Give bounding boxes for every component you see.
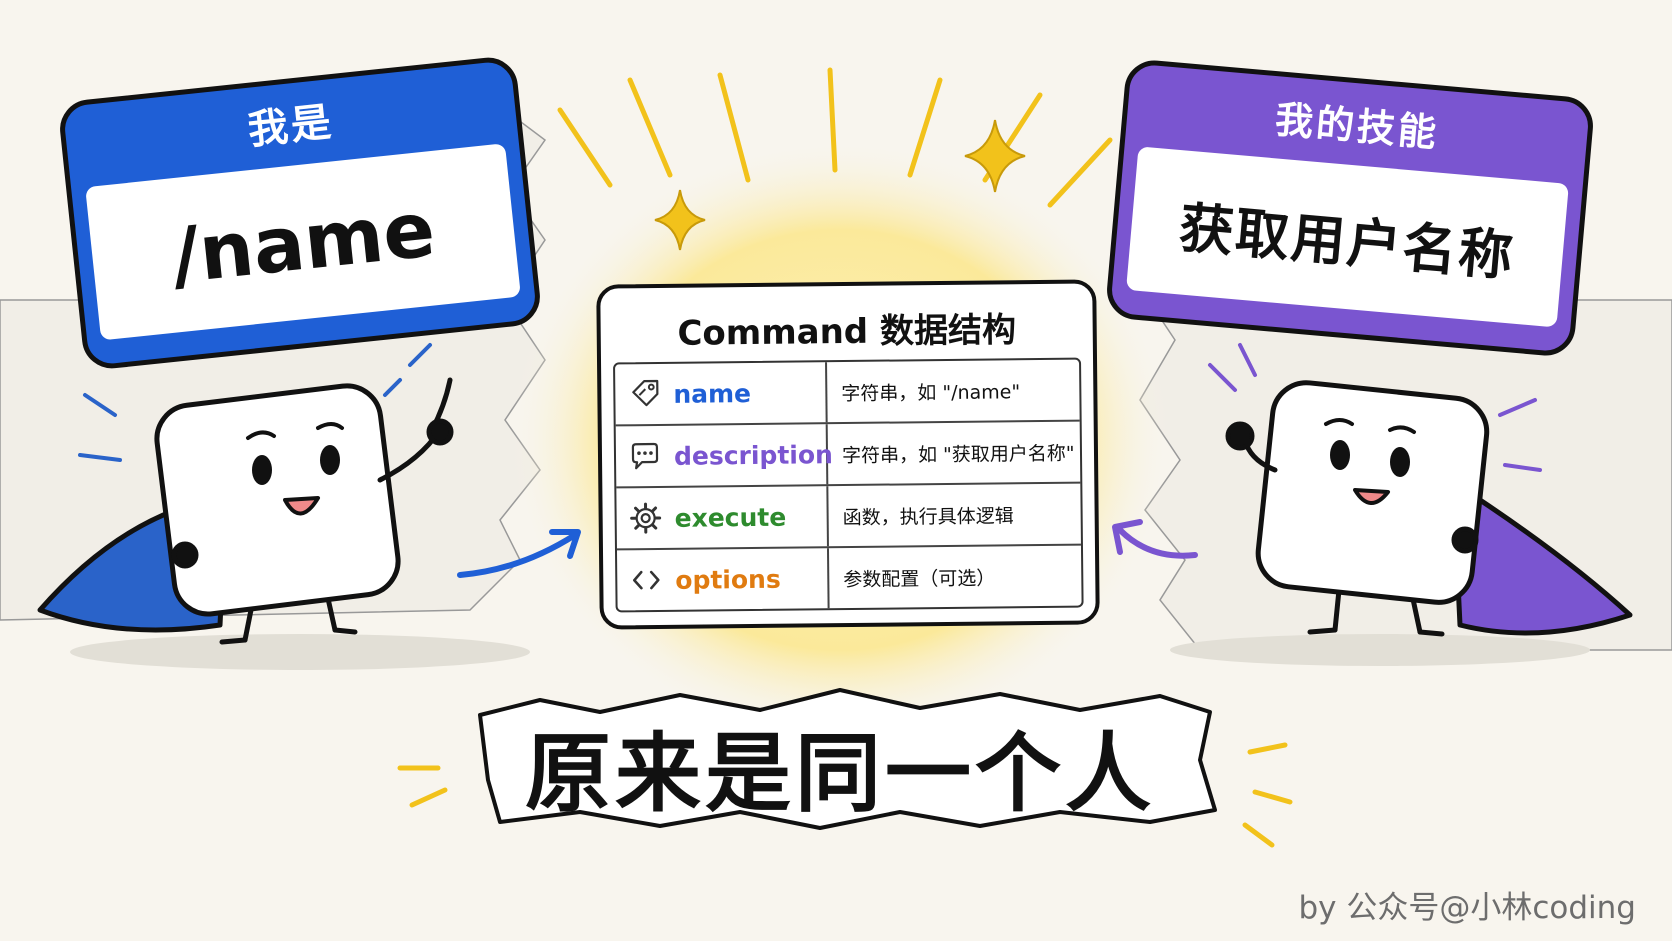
left-character [37,377,454,645]
table-row: options 参数配置（可选） [616,546,1082,611]
gear-icon [630,502,662,534]
table-row: name 字符串，如 "/name" [615,359,1080,427]
right-character [1225,380,1633,637]
command-structure-card: Command 数据结构 name 字符串，如 "/name" descript… [596,279,1100,630]
name-tag-left-header-text: 我是 [245,99,337,154]
name-tag-right: 我的技能 获取用户名称 [1104,58,1596,358]
name-tag-right-header-text: 我的技能 [1273,96,1441,155]
name-tag-left-value: /name [167,183,439,300]
speech-bubble-icon [631,442,659,470]
banner-text: 原来是同一个人 [525,723,1155,824]
field-desc: 字符串，如 "获取用户名称" [841,442,1075,467]
arrow-left-icon [457,532,578,578]
credit-text: by 公众号@小林coding [1298,890,1636,926]
arrow-right-icon [1117,527,1198,559]
tag-icon [632,379,659,407]
field-desc: 参数配置（可选） [843,566,996,591]
field-key-cell: execute [616,486,829,549]
sparkle-icon [654,189,706,251]
field-desc: 字符串，如 "/name" [841,380,1021,405]
field-key-cell: description [615,424,833,487]
sparkle-icon [964,119,1026,193]
table-row: description 字符串，如 "获取用户名称" [615,421,1081,489]
field-table: name 字符串，如 "/name" description 字符串，如 "获取… [613,357,1084,613]
field-key-cell: options [616,548,830,611]
banner: 原来是同一个人 [470,690,1210,840]
name-tag-left: 我是 /name [57,54,543,372]
field-name: execute [674,502,787,533]
name-tag-right-value: 获取用户名称 [1176,195,1518,288]
field-name: description [673,439,833,471]
field-name: options [675,564,781,595]
card-title: Command 数据结构 [677,310,1017,354]
light-rays [557,67,1113,208]
field-key-cell: name [615,362,828,425]
table-row: execute 函数，执行具体逻辑 [616,483,1081,551]
field-name: name [673,378,752,409]
banner-paper [478,688,1217,830]
field-desc: 函数，执行具体逻辑 [842,504,1014,529]
code-brackets-icon [633,570,660,590]
